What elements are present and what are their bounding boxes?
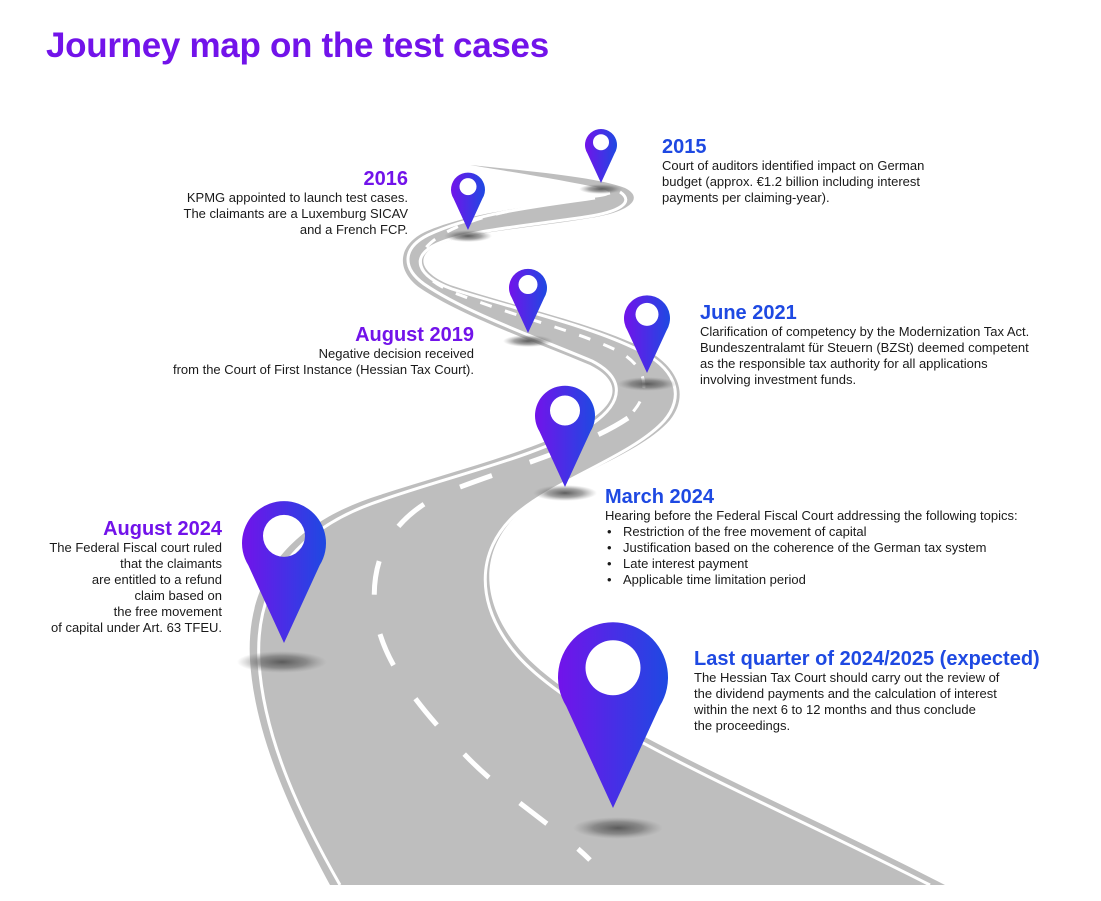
event-description: The Hessian Tax Court should carry out t… bbox=[694, 670, 1000, 733]
map-pin-icon bbox=[509, 268, 547, 333]
event-date: March 2024 bbox=[605, 486, 714, 508]
event-2015: 2015 Court of auditors identified impact… bbox=[662, 136, 982, 206]
pin-shadows bbox=[237, 184, 677, 839]
topic-item: Applicable time limitation period bbox=[605, 572, 1075, 588]
map-pin-icon bbox=[624, 295, 670, 373]
map-pin-icon bbox=[558, 622, 668, 808]
map-pin-icon bbox=[451, 172, 485, 230]
road-surface bbox=[249, 165, 945, 885]
topic-item: Restriction of the free movement of capi… bbox=[605, 524, 1075, 540]
topic-item: Late interest payment bbox=[605, 556, 1075, 572]
event-description: Clarification of competency by the Moder… bbox=[700, 324, 1030, 387]
event-description: KPMG appointed to launch test cases. The… bbox=[183, 190, 408, 237]
road-center-dashes bbox=[371, 191, 646, 862]
event-date: Last quarter of 2024/2025 (expected) bbox=[694, 648, 1040, 670]
event-description: Negative decision received from the Cour… bbox=[172, 346, 474, 377]
page-title: Journey map on the test cases bbox=[46, 26, 549, 65]
event-date: August 2024 bbox=[103, 518, 222, 540]
event-description: The Federal Fiscal court ruled that the … bbox=[49, 540, 222, 635]
map-pin-icon bbox=[535, 385, 595, 487]
event-august-2019: August 2019 Negative decision received f… bbox=[100, 324, 474, 378]
map-pin-icon bbox=[585, 128, 617, 183]
event-august-2024: August 2024 The Federal Fiscal court rul… bbox=[20, 518, 222, 636]
event-description: Hearing before the Federal Fiscal Court … bbox=[605, 508, 1018, 523]
event-date: August 2019 bbox=[355, 324, 474, 346]
event-june-2021: June 2021 Clarification of competency by… bbox=[700, 302, 1080, 388]
event-topics-list: Restriction of the free movement of capi… bbox=[605, 524, 1075, 588]
map-pin-icon bbox=[242, 501, 326, 643]
event-2016: 2016 KPMG appointed to launch test cases… bbox=[120, 168, 408, 238]
event-march-2024: March 2024 Hearing before the Federal Fi… bbox=[605, 486, 1075, 588]
event-date: 2015 bbox=[662, 136, 707, 158]
event-date: 2016 bbox=[363, 168, 409, 190]
event-description: Court of auditors identified impact on G… bbox=[662, 158, 925, 205]
event-last-quarter-2024-2025: Last quarter of 2024/2025 (expected) The… bbox=[694, 648, 1094, 734]
event-date: June 2021 bbox=[700, 302, 797, 324]
topic-item: Justification based on the coherence of … bbox=[605, 540, 1075, 556]
